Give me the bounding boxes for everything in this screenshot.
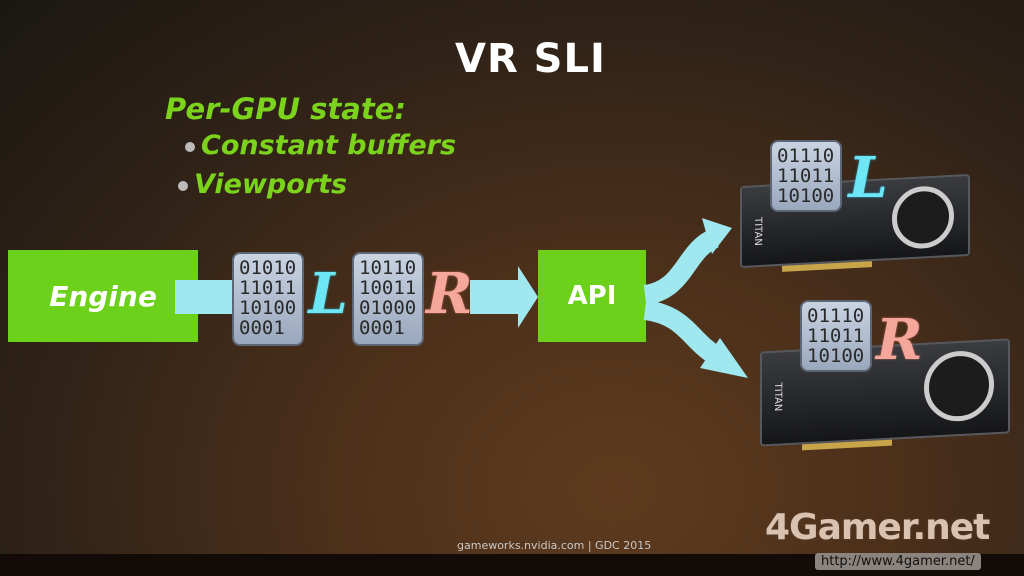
arrow-down-shaft bbox=[643, 300, 721, 364]
bullet-icon bbox=[178, 180, 188, 191]
screen-bottom-edge bbox=[0, 554, 1024, 576]
arrow-up-shaft bbox=[642, 228, 720, 305]
api-box: API bbox=[538, 250, 646, 342]
slide-footer: gameworks.nvidia.com | GDC 2015 bbox=[457, 539, 652, 552]
watermark-logo: 4Gamer.net bbox=[765, 507, 990, 548]
fan-icon bbox=[892, 184, 954, 251]
arrow-up-head-icon bbox=[702, 218, 732, 254]
gpu-top-letter: L bbox=[848, 145, 888, 211]
split-arrows bbox=[642, 218, 748, 378]
arrow-shaft bbox=[470, 280, 520, 314]
watermark-url: http://www.4gamer.net/ bbox=[815, 553, 981, 570]
bullet-item: Constant buffers bbox=[185, 130, 456, 161]
bullet-text: Viewports bbox=[194, 169, 348, 200]
left-eye-letter: L bbox=[308, 261, 348, 327]
fan-icon bbox=[924, 349, 994, 423]
bullet-icon bbox=[185, 141, 195, 152]
arrow-head-icon bbox=[518, 266, 538, 328]
right-eye-letter: R bbox=[426, 261, 473, 327]
engine-box: Engine bbox=[8, 250, 198, 342]
bullet-text: Constant buffers bbox=[201, 130, 457, 161]
arrow-down-head-icon bbox=[700, 338, 748, 378]
heading: Per-GPU state: bbox=[165, 92, 407, 126]
bullet-item: Viewports bbox=[178, 169, 347, 200]
gpu-bottom-letter: R bbox=[876, 307, 923, 373]
slide-title: VR SLI bbox=[455, 36, 606, 82]
arrow-shaft bbox=[175, 280, 235, 314]
